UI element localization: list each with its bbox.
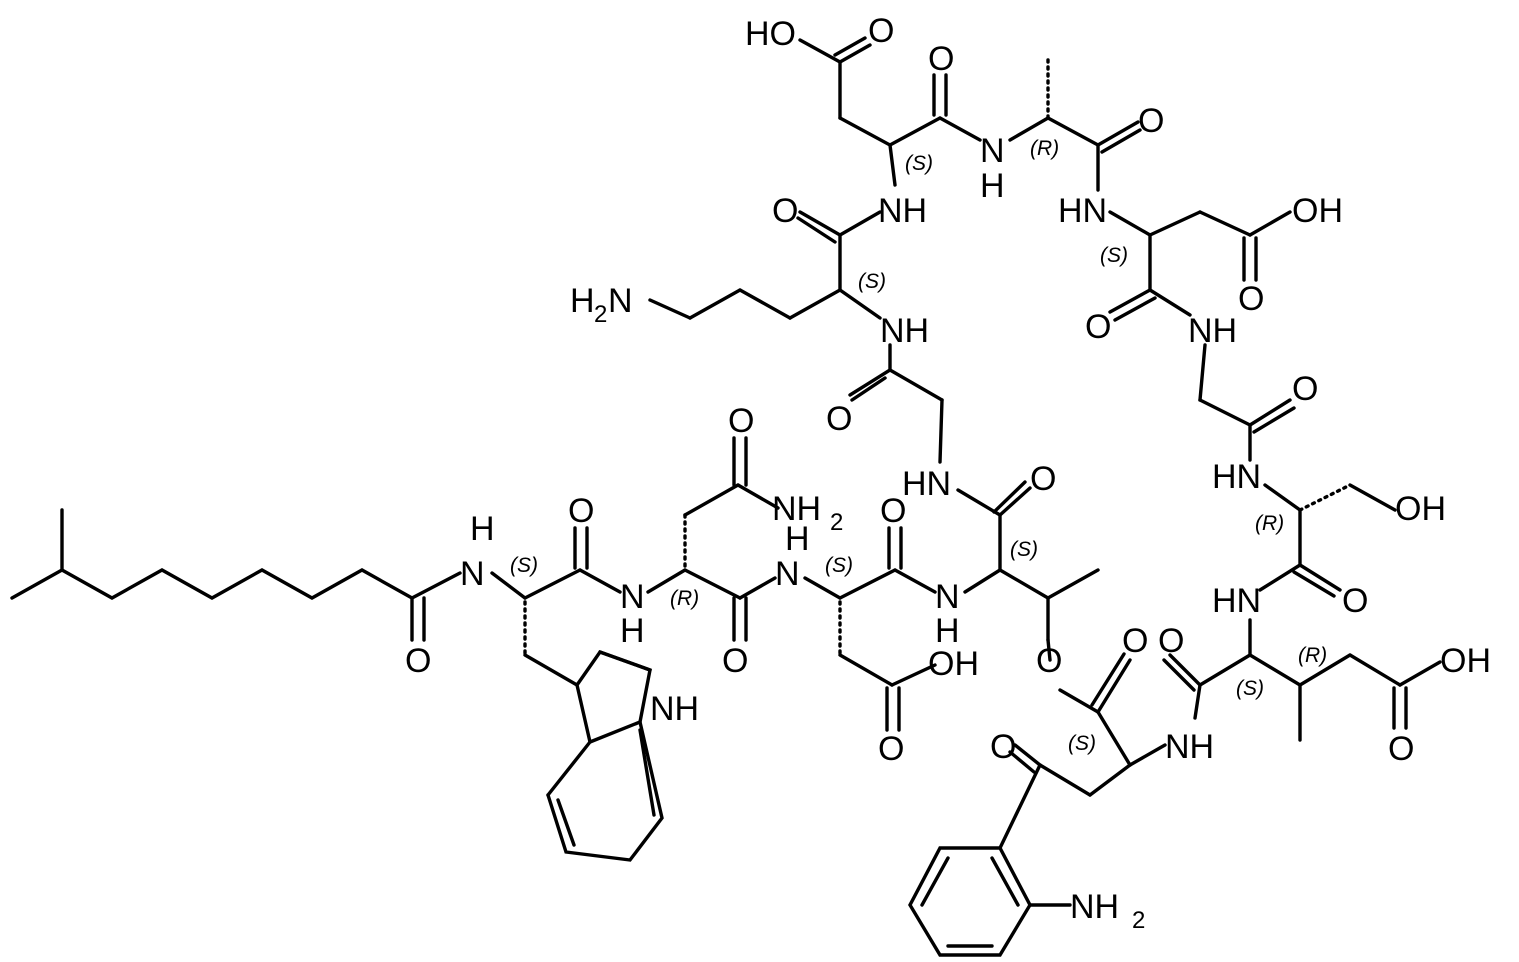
atom-label: O (1388, 730, 1414, 768)
atom-label: O (1030, 460, 1056, 498)
atom-label: 2 (1132, 907, 1145, 934)
stereo-label: (S) (1068, 732, 1096, 755)
atom-labels: HO O O N H O NH O H 2 N NH O HN OH O O N… (405, 12, 1491, 934)
atom-label: OH (1395, 490, 1446, 528)
stereo-label: (R) (1255, 512, 1284, 535)
stereo-label: (R) (670, 587, 699, 610)
atom-label: HO (745, 15, 796, 53)
atom-label: H (620, 612, 645, 650)
bonds (10, 36, 1442, 957)
atom-label: O (1122, 622, 1148, 660)
atom-label: HN (1212, 458, 1261, 496)
atom-label: OH (1292, 192, 1343, 230)
atom-label: O (880, 492, 906, 530)
atom-label: NH (1188, 312, 1237, 350)
atom-label: N (775, 555, 800, 593)
atom-label: NH (878, 192, 927, 230)
atom-label: O (1238, 280, 1264, 318)
atom-label: O (928, 40, 954, 78)
atom-label: O (868, 12, 894, 50)
atom-label: OH (928, 645, 979, 683)
stereo-label: (R) (1030, 137, 1059, 160)
stereo-label: (R) (1298, 644, 1327, 667)
atom-label: NH (650, 690, 699, 728)
atom-label: HN (1212, 582, 1261, 620)
atom-label: NH (1165, 728, 1214, 766)
atom-label: NH (880, 312, 929, 350)
atom-label: N (620, 578, 645, 616)
atom-label: N (608, 282, 633, 320)
atom-label: O (1158, 622, 1184, 660)
atom-label: H (935, 612, 960, 650)
stereo-label: (S) (1010, 538, 1038, 561)
stereo-label: (S) (825, 554, 853, 577)
atom-label: H (785, 520, 810, 558)
atom-label: H (980, 167, 1005, 205)
stereo-labels: (S) (R) (S) (S) (R) (S) (R) (S) (S) (S) … (510, 137, 1327, 755)
atom-label: O (1036, 642, 1062, 680)
atom-label: N (935, 578, 960, 616)
atom-label: 2 (830, 509, 843, 536)
atom-label: O (990, 728, 1016, 766)
atom-label: O (1138, 102, 1164, 140)
stereo-label: (S) (510, 554, 538, 577)
atom-label: H (470, 510, 495, 548)
stereo-label: (S) (1100, 244, 1128, 267)
atom-label: O (728, 402, 754, 440)
atom-label: H (570, 282, 595, 320)
atom-label: NH (1070, 888, 1119, 926)
atom-label: O (826, 400, 852, 438)
atom-label: O (1292, 370, 1318, 408)
stereo-label: (S) (858, 270, 886, 293)
atom-label: N (460, 555, 485, 593)
atom-label: HN (1058, 192, 1107, 230)
atom-label: HN (902, 465, 951, 503)
atom-label: O (1085, 308, 1111, 346)
atom-label: O (878, 730, 904, 768)
stereo-label: (S) (905, 152, 933, 175)
atom-label: NH (772, 490, 821, 528)
atom-label: O (722, 642, 748, 680)
atom-label: N (980, 132, 1005, 170)
atom-label: O (405, 642, 431, 680)
stereo-label: (S) (1236, 677, 1264, 700)
atom-label: 2 (594, 301, 607, 328)
atom-label: O (568, 492, 594, 530)
atom-label: OH (1440, 642, 1491, 680)
atom-label: O (772, 192, 798, 230)
atom-label: O (1342, 582, 1368, 620)
